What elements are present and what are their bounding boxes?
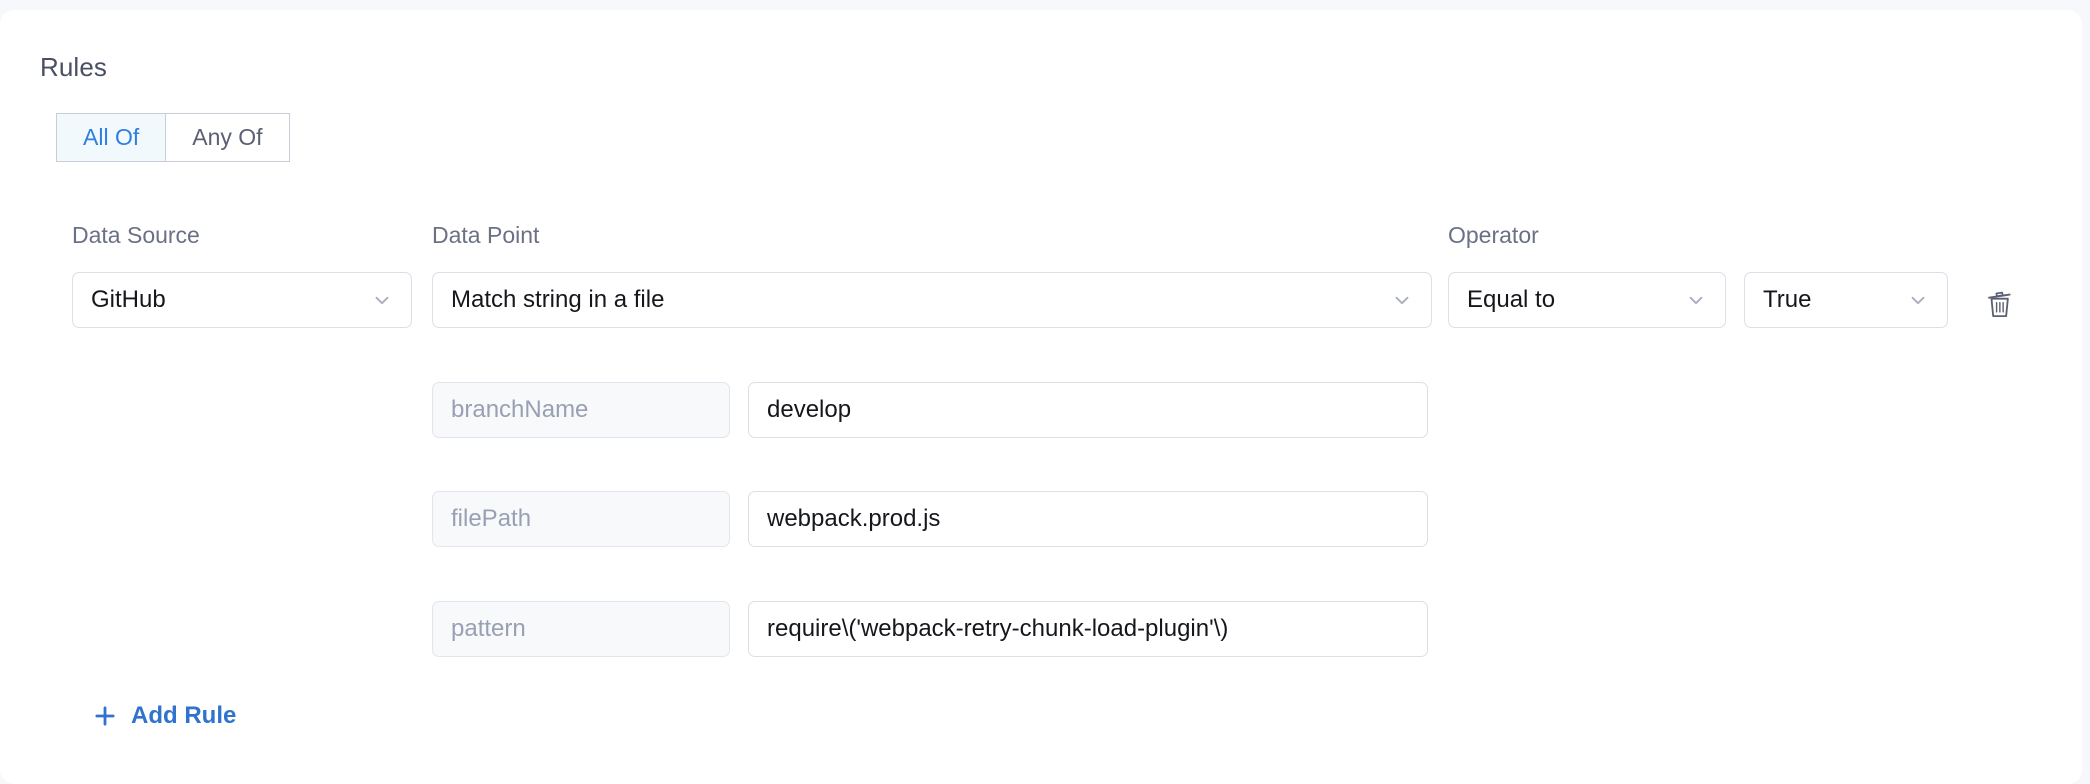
parameter-key-filePath: filePath bbox=[432, 491, 730, 547]
add-rule-label: Add Rule bbox=[131, 702, 237, 729]
plus-icon bbox=[95, 706, 115, 726]
toggle-all-of[interactable]: All Of bbox=[56, 113, 167, 162]
parameter-value-branchName[interactable]: develop bbox=[748, 382, 1428, 438]
column-label-data-point: Data Point bbox=[432, 222, 540, 248]
data-point-select[interactable]: Match string in a file bbox=[432, 272, 1432, 328]
page-title: Rules bbox=[40, 52, 107, 82]
column-label-operator: Operator bbox=[1448, 222, 1539, 248]
data-point-value: Match string in a file bbox=[451, 286, 665, 313]
add-rule-button[interactable]: Add Rule bbox=[92, 702, 236, 730]
delete-rule-button[interactable] bbox=[1980, 285, 2020, 325]
parameter-key-pattern: pattern bbox=[432, 601, 730, 657]
expected-value-value: True bbox=[1763, 286, 1812, 313]
match-mode-toggle-group: All Of Any Of bbox=[56, 113, 290, 162]
toggle-any-of[interactable]: Any Of bbox=[166, 113, 290, 162]
chevron-down-icon bbox=[375, 296, 389, 305]
rules-panel: Rules All Of Any Of Data Source Data Poi… bbox=[0, 10, 2082, 784]
chevron-down-icon bbox=[1911, 296, 1925, 305]
parameter-row: pattern require\('webpack-retry-chunk-lo… bbox=[0, 601, 2082, 657]
parameter-value-filePath[interactable]: webpack.prod.js bbox=[748, 491, 1428, 547]
parameter-row: filePath webpack.prod.js bbox=[0, 491, 2082, 547]
operator-select[interactable]: Equal to bbox=[1448, 272, 1726, 328]
data-source-value: GitHub bbox=[91, 286, 166, 313]
trash-icon bbox=[1988, 291, 2011, 318]
data-source-select[interactable]: GitHub bbox=[72, 272, 412, 328]
parameter-value-pattern[interactable]: require\('webpack-retry-chunk-load-plugi… bbox=[748, 601, 1428, 657]
chevron-down-icon bbox=[1689, 296, 1703, 305]
chevron-down-icon bbox=[1395, 296, 1409, 305]
parameter-key-branchName: branchName bbox=[432, 382, 730, 438]
operator-value: Equal to bbox=[1467, 286, 1556, 313]
expected-value-select[interactable]: True bbox=[1744, 272, 1948, 328]
parameter-row: branchName develop bbox=[0, 382, 2082, 438]
column-label-data-source: Data Source bbox=[72, 222, 200, 248]
